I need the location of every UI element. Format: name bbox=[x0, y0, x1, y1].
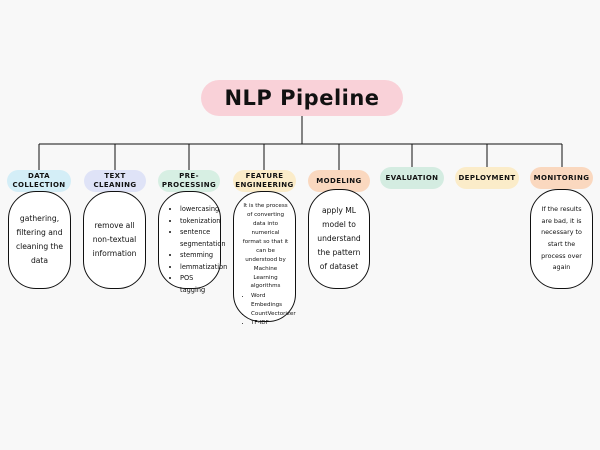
stage-label-text-cleaning: Text Cleaning bbox=[84, 170, 146, 192]
card-feature-engineering: It is the process of converting data int… bbox=[233, 191, 296, 326]
card-text-cleaning: remove all non-textual information bbox=[83, 191, 146, 289]
preprocessing-item: tokenization bbox=[180, 216, 220, 228]
stage-label-feature-engineering: Feature Engineering bbox=[233, 170, 296, 192]
card-monitoring-text: If the results are bad, it is necessary … bbox=[541, 205, 582, 272]
card-data-collection: gathering, filtering and cleaning the da… bbox=[8, 191, 71, 289]
card-monitoring: If the results are bad, it is necessary … bbox=[530, 189, 593, 289]
preprocessing-item: POS tagging bbox=[180, 273, 214, 296]
stage-label-monitoring: Monitoring bbox=[530, 167, 593, 189]
preprocessing-item: stemming bbox=[180, 250, 214, 262]
stage-label-data-collection: Data Collection bbox=[7, 170, 71, 192]
preprocessing-item: lowercasing bbox=[180, 204, 219, 216]
stage-label-preprocessing: Pre-processing bbox=[158, 170, 220, 192]
feature-engineering-description: It is the process of converting data int… bbox=[242, 203, 289, 290]
feature-engineering-item: CountVectorizer bbox=[251, 310, 296, 319]
preprocessing-item: sentence segmentation bbox=[180, 227, 226, 250]
card-preprocessing: lowercasing tokenization sentence segmen… bbox=[158, 191, 227, 294]
feature-engineering-item: TF-IDF bbox=[251, 319, 289, 328]
card-data-collection-text: gathering, filtering and cleaning the da… bbox=[15, 213, 64, 266]
card-text-cleaning-text: remove all non-textual information bbox=[92, 220, 137, 259]
card-modeling-text: apply ML model to understand the pattern… bbox=[317, 205, 361, 272]
card-modeling: apply ML model to understand the pattern… bbox=[308, 189, 370, 289]
preprocessing-item: lemmatization bbox=[180, 262, 227, 274]
stage-label-deployment: Deployment bbox=[455, 167, 519, 189]
feature-engineering-list: Word Embedings CountVectorizer TF-IDF bbox=[242, 292, 296, 328]
stage-label-modeling: Modeling bbox=[308, 170, 370, 192]
preprocessing-list: lowercasing tokenization sentence segmen… bbox=[169, 204, 227, 296]
page-title: NLP Pipeline bbox=[201, 80, 403, 116]
stage-label-evaluation: Evaluation bbox=[380, 167, 444, 189]
feature-engineering-item: Word Embedings bbox=[251, 292, 289, 310]
